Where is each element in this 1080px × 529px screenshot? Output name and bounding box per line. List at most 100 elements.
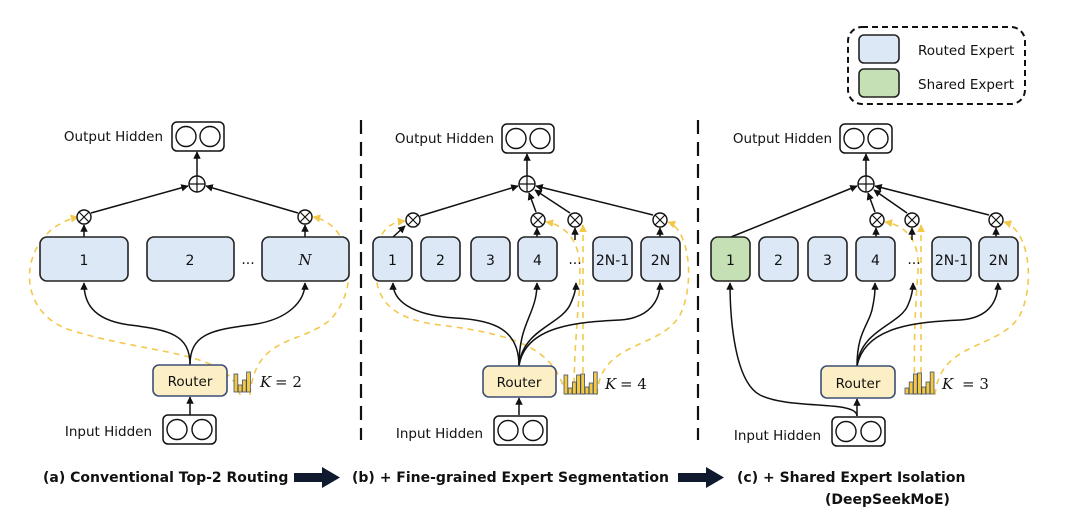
- input-hidden-icon: [831, 416, 886, 447]
- legend-shared-label: Shared Expert: [918, 77, 1014, 93]
- wire-router-to-expert-2n: [518, 282, 664, 367]
- routed-expert-3: [470, 236, 511, 282]
- wire-router-to-expert-4: [856, 282, 879, 367]
- multiply-icon: [904, 212, 920, 228]
- histogram-bar: [588, 382, 594, 395]
- expert-label: 2: [436, 253, 445, 269]
- input-hidden-icon: [162, 414, 217, 445]
- histogram-bar: [593, 371, 598, 395]
- histogram-bar: [237, 384, 243, 393]
- legend-shared-swatch: [858, 68, 900, 98]
- histogram-bar: [908, 381, 914, 395]
- wire-router-to-expert-4: [518, 282, 541, 367]
- ellipsis: ...: [907, 252, 920, 268]
- ellipsis: ...: [568, 252, 581, 268]
- expert-label: 2N-1: [596, 253, 629, 269]
- histogram-bar: [925, 381, 931, 395]
- shared-expert-1: [710, 236, 751, 282]
- routed-expert-2: [420, 236, 461, 282]
- legend: Routed Expert Shared Expert: [847, 26, 1026, 105]
- wire-gate-n-to-sum: [205, 184, 299, 214]
- input-hidden-label: Input Hidden: [734, 428, 821, 444]
- wire-gate-to-sum: [535, 183, 654, 216]
- panel-a: 1 2 ... N Output Hidden Router: [28, 121, 350, 445]
- expert-label: 4: [871, 253, 880, 269]
- wire-gate-to-sum: [873, 189, 908, 214]
- expert-label: N: [297, 251, 312, 269]
- expert-label: 1: [388, 253, 397, 269]
- expert-label: 3: [486, 253, 495, 269]
- multiply-icon: [405, 212, 421, 228]
- routed-expert-a-n: [261, 236, 350, 282]
- histogram-bar: [567, 387, 573, 395]
- legend-routed-label: Routed Expert: [918, 43, 1014, 59]
- routed-expert-4: [517, 236, 558, 282]
- input-hidden-label: Input Hidden: [396, 426, 483, 442]
- multiply-icon: [76, 209, 92, 225]
- output-hidden-label: Output Hidden: [395, 131, 494, 147]
- histogram-bar: [913, 373, 918, 395]
- multiply-icon: [530, 212, 546, 228]
- expert-label: 4: [533, 253, 542, 269]
- caption-c: (c) + Shared Expert Isolation: [737, 470, 965, 486]
- routed-expert-2: [758, 236, 799, 282]
- histogram-bar: [904, 387, 910, 395]
- k-value: = 4: [620, 375, 647, 393]
- k-value: = 3: [962, 375, 989, 393]
- wire-shared-expert-to-sum: [730, 185, 858, 238]
- wire-router-to-ellipsis: [518, 282, 580, 367]
- histogram-bar: [563, 374, 569, 395]
- caption-b: (b) + Fine-grained Expert Segmentation: [352, 470, 669, 486]
- histogram-bar: [576, 374, 581, 395]
- wire-gate-to-sum: [527, 192, 537, 213]
- wire-expert-1-to-gate: [392, 225, 406, 238]
- output-hidden-icon: [839, 123, 893, 154]
- output-hidden-icon: [171, 121, 225, 152]
- wire-gate-1-to-sum: [90, 184, 189, 214]
- sum-icon: [518, 175, 536, 193]
- legend-frame: [847, 26, 1026, 105]
- expert-label: 2N-1: [935, 253, 968, 269]
- router-box: [152, 364, 228, 397]
- expert-label: 1: [80, 253, 89, 269]
- wire-router-to-expert-1: [389, 282, 520, 367]
- sum-icon: [857, 175, 875, 193]
- histogram-bar: [584, 386, 590, 395]
- histogram-bar: [921, 386, 926, 395]
- output-hidden-icon: [501, 123, 555, 154]
- wire-gate-to-sum: [419, 184, 519, 217]
- multiply-icon: [652, 212, 668, 228]
- router-box: [820, 365, 896, 399]
- right-arrow-icon: [294, 467, 340, 488]
- score-histogram-icon: [904, 371, 935, 395]
- expert-label: 2N: [651, 253, 670, 269]
- histogram-bar: [241, 379, 247, 393]
- histogram-bar: [233, 373, 239, 393]
- gate-line-b-4: [545, 219, 581, 396]
- gate-line-a-1: [28, 214, 241, 396]
- routed-expert-a-2: [146, 236, 235, 282]
- panel-b: 1 2 3 4 2N-1 2N ... Output Hidden: [372, 123, 690, 446]
- histogram-bar: [572, 381, 577, 395]
- router-label: Router: [836, 376, 881, 392]
- score-histogram-icon: [563, 371, 598, 395]
- gate-line-b-1: [374, 217, 567, 396]
- k-label: K: [941, 375, 954, 393]
- output-hidden-label: Output Hidden: [64, 129, 163, 145]
- output-hidden-label: Output Hidden: [733, 131, 832, 147]
- histogram-bar: [246, 371, 251, 393]
- wire-gate-to-sum: [874, 184, 990, 216]
- gate-line-b-2n: [596, 220, 690, 396]
- score-histogram-icon: [233, 371, 251, 393]
- wire-router-to-expert-1: [80, 282, 191, 366]
- multiply-icon: [869, 212, 885, 228]
- expert-label: 2N: [989, 253, 1008, 269]
- multiply-icon: [297, 209, 313, 225]
- wire-router-to-expert-2n: [856, 282, 1002, 367]
- legend-routed-swatch: [858, 34, 900, 64]
- routed-expert-2n-1: [592, 236, 633, 282]
- wire-router-to-ellipsis: [856, 282, 917, 367]
- routed-expert-a-1: [39, 236, 129, 282]
- sum-icon: [188, 175, 206, 193]
